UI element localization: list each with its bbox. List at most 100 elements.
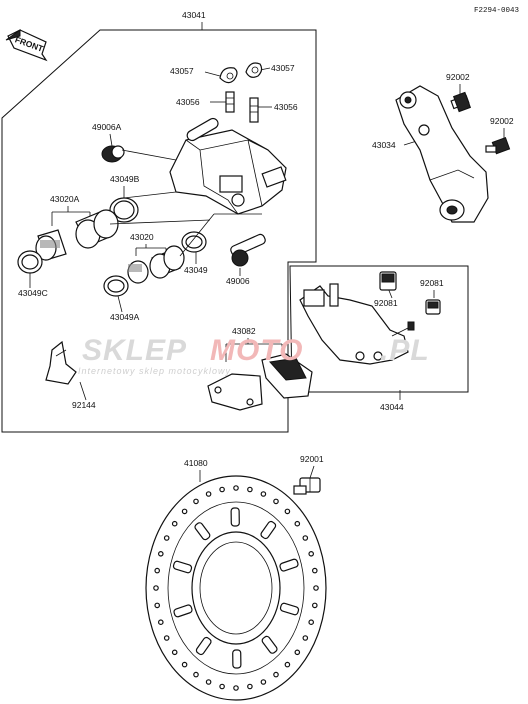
brake-disc-41080 — [145, 475, 327, 701]
caliper-assembly-outline — [1, 29, 317, 433]
disc-drill-hole — [294, 649, 301, 656]
disc-drill-hole — [233, 485, 239, 491]
leader-lines — [29, 22, 505, 482]
disc-drill-hole — [171, 649, 178, 656]
bolt-92002-right — [485, 136, 511, 155]
bleeder-valve-43056-left — [225, 91, 235, 113]
disc-drill-hole — [273, 498, 279, 505]
bleeder-cap-43057-right — [245, 62, 263, 78]
label-49006A: 49006A — [92, 122, 122, 132]
disc-slot — [232, 649, 242, 669]
piston-43020A-small — [35, 229, 67, 261]
assembly-line-49006A — [121, 149, 177, 161]
label-43034: 43034 — [372, 140, 396, 150]
label-43056-right: 43056 — [274, 102, 298, 112]
watermark-brand-mid: MOTO — [210, 334, 303, 367]
label-43020A: 43020A — [50, 194, 80, 204]
disc-slot — [260, 520, 277, 540]
disc-slot — [194, 522, 211, 541]
disc-drill-hole — [311, 602, 318, 609]
disc-drill-hole — [154, 567, 161, 574]
disc-slot — [172, 560, 193, 574]
seal-43049 — [181, 231, 207, 253]
disc-drill-hole — [313, 585, 319, 591]
disc-drill-hole — [193, 498, 199, 505]
disc-drill-hole — [311, 567, 318, 574]
piston-43020-small — [127, 260, 149, 284]
disc-drill-hole — [171, 520, 178, 527]
bolt-92001 — [293, 477, 321, 495]
label-43049C: 43049C — [18, 288, 48, 298]
disc-slot — [279, 558, 299, 572]
seal-43049C — [17, 250, 43, 274]
disc-slot — [279, 602, 300, 616]
disc-drill-hole — [260, 491, 267, 497]
label-43049B: 43049B — [110, 174, 140, 184]
disc-drill-hole — [153, 585, 159, 591]
disc-slot — [261, 635, 278, 654]
label-43056-left: 43056 — [176, 97, 200, 107]
caliper-assembly-lines — [109, 191, 262, 257]
disc-drill-hole — [308, 550, 315, 557]
disc-drill-hole — [273, 671, 279, 678]
watermark-brand-right: .PL — [380, 334, 430, 367]
disc-drill-hole — [294, 520, 301, 527]
label-43049: 43049 — [184, 265, 208, 275]
piston-43020A-large — [75, 209, 119, 249]
disc-drill-hole — [302, 535, 309, 541]
disc-drill-hole — [158, 619, 164, 626]
label-43049A: 43049A — [110, 312, 140, 322]
seal-43049A — [103, 275, 129, 297]
label-92144: 92144 — [72, 400, 96, 410]
pad-spring-92081-left — [379, 271, 397, 291]
holder-assembly-outline — [289, 265, 469, 393]
pad-holder-43044 — [299, 283, 415, 365]
diagram-code: F2294-0043 — [474, 7, 520, 15]
disc-drill-hole — [219, 683, 225, 690]
disc-drill-hole — [163, 535, 170, 541]
label-92002-right: 92002 — [490, 116, 514, 126]
disc-drill-hole — [247, 486, 253, 493]
disc-drill-hole — [260, 679, 267, 685]
label-92081-left: 92081 — [374, 298, 398, 308]
disc-drill-hole — [284, 661, 291, 668]
dust-boot-49006A — [101, 145, 125, 163]
disc-drill-hole — [181, 661, 188, 668]
seal-43049B — [109, 197, 139, 223]
disc-drill-hole — [154, 602, 161, 609]
brake-pads-43082 — [207, 353, 313, 411]
bleeder-valve-43056-right — [249, 97, 259, 123]
disc-drill-hole — [308, 619, 315, 626]
pad-shim-92144 — [45, 340, 77, 385]
disc-slot — [230, 507, 240, 527]
disc-slot — [173, 604, 193, 618]
bolt-92002-top — [450, 91, 472, 113]
label-43057-left: 43057 — [170, 66, 194, 76]
bleeder-cap-43057-left — [219, 67, 238, 84]
disc-drill-hole — [205, 491, 212, 497]
label-49006: 49006 — [226, 276, 250, 286]
disc-drill-hole — [219, 486, 225, 493]
caliper-bracket-43034 — [395, 85, 489, 223]
disc-drill-hole — [181, 508, 188, 515]
label-43041: 43041 — [182, 10, 206, 20]
label-43082: 43082 — [232, 326, 256, 336]
caliper-body — [169, 117, 287, 215]
disc-drill-hole — [205, 679, 212, 685]
disc-drill-hole — [247, 683, 253, 690]
disc-drill-hole — [302, 635, 309, 641]
label-41080: 41080 — [184, 458, 208, 468]
watermark-brand-left: SKLEP — [82, 334, 187, 367]
label-92081-right: 92081 — [420, 278, 444, 288]
label-43057-right: 43057 — [271, 63, 295, 73]
label-43044: 43044 — [380, 402, 404, 412]
label-43020: 43020 — [130, 232, 154, 242]
disc-drill-hole — [284, 508, 291, 515]
watermark-tagline: Internetowy sklep motocyklowy — [78, 366, 231, 376]
slide-pin-49006 — [230, 233, 266, 267]
pad-spring-92081-right — [425, 299, 441, 315]
disc-slot — [195, 636, 212, 656]
front-direction-arrow: FRONT — [5, 29, 48, 62]
label-92002-top: 92002 — [446, 72, 470, 82]
